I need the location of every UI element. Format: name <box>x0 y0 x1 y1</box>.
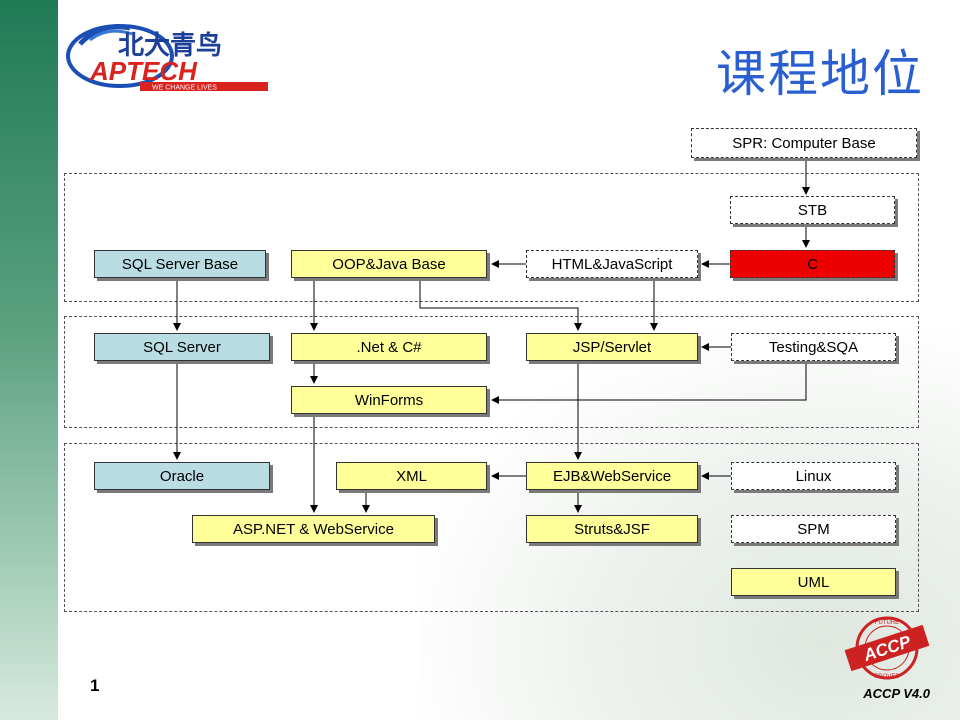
group-advanced <box>64 443 919 612</box>
seal-ring-bottom: PROVED <box>874 674 900 680</box>
box-c[interactable]: C <box>730 250 895 278</box>
box-ejb-webservice[interactable]: EJB&WebService <box>526 462 698 490</box>
box-linux[interactable]: Linux <box>731 462 896 490</box>
logo-cn-text: 北大青鸟 <box>118 30 222 61</box>
logo-en-text: APTECH <box>89 56 198 86</box>
group-foundation <box>64 173 919 302</box>
logo-tagline: WE CHANGE LIVES <box>152 85 217 92</box>
sidebar-stripe <box>0 0 58 720</box>
box-oop-java-base[interactable]: OOP&Java Base <box>291 250 487 278</box>
box-spr-computer-base[interactable]: SPR: Computer Base <box>691 128 917 158</box>
page-title: 课程地位 <box>716 45 924 103</box>
box-html-javascript[interactable]: HTML&JavaScript <box>526 250 698 278</box>
box-oracle[interactable]: Oracle <box>94 462 270 490</box>
box-aspnet-webservice[interactable]: ASP.NET & WebService <box>192 515 435 543</box>
version-label: ACCP V4.0 <box>863 686 930 701</box>
box-sql-server-base[interactable]: SQL Server Base <box>94 250 266 278</box>
aptech-logo: 北大青鸟 APTECH WE CHANGE LIVES <box>66 24 268 92</box>
box-testing-sqa[interactable]: Testing&SQA <box>731 333 896 361</box>
box-struts-jsf[interactable]: Struts&JSF <box>526 515 698 543</box>
box-winforms[interactable]: WinForms <box>291 386 487 414</box>
box-spm[interactable]: SPM <box>731 515 896 543</box>
seal-ring-top: FUTURE <box>875 620 899 626</box>
group-intermediate <box>64 316 919 428</box>
box-xml[interactable]: XML <box>336 462 487 490</box>
box-net-csharp[interactable]: .Net & C# <box>291 333 487 361</box>
box-uml[interactable]: UML <box>731 568 896 596</box>
box-sql-server[interactable]: SQL Server <box>94 333 270 361</box>
page-number: 1 <box>90 676 100 695</box>
box-stb[interactable]: STB <box>730 196 895 224</box>
box-jsp-servlet[interactable]: JSP/Servlet <box>526 333 698 361</box>
accp-seal: ACCP FUTURE PROVED <box>844 616 930 680</box>
